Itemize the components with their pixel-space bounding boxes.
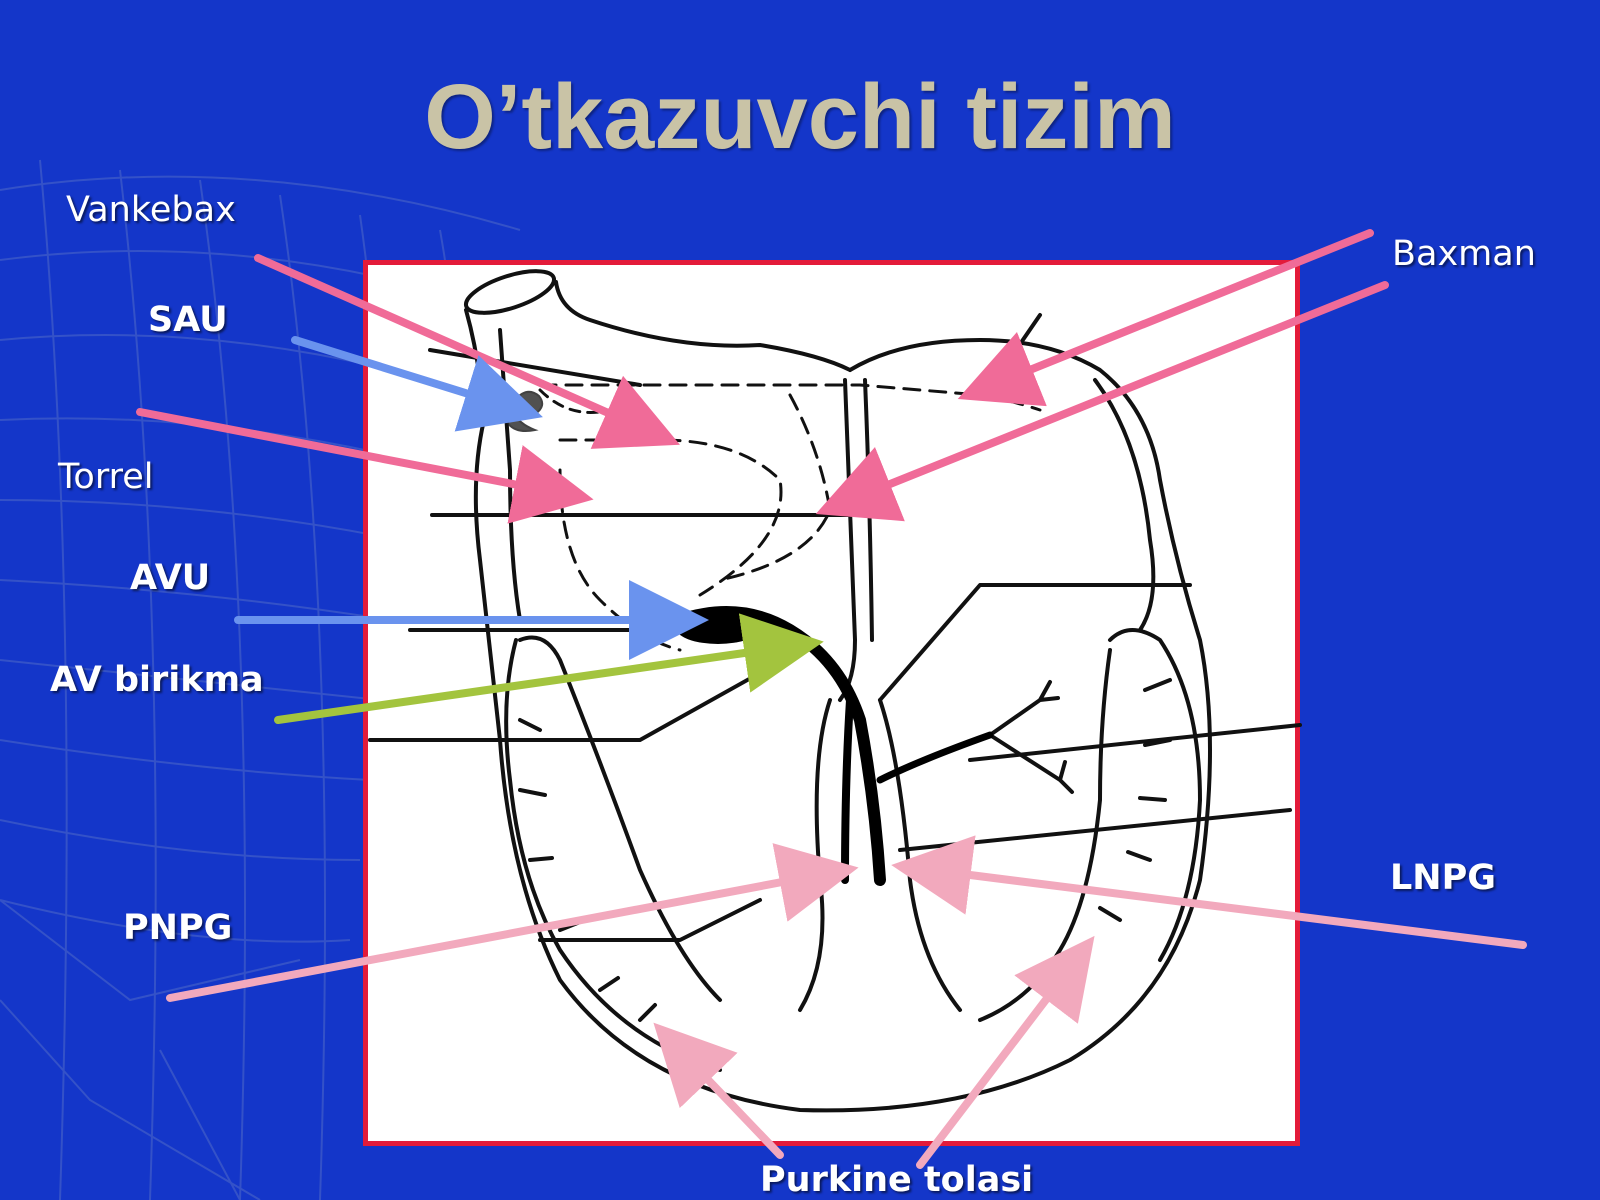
arrow-sau xyxy=(291,336,543,432)
slide-title: O’tkazuvchi tizim xyxy=(424,66,1176,168)
label-sau: SAU xyxy=(148,300,228,340)
arrow-purkine-left xyxy=(653,1022,784,1159)
arrow-av-birikma xyxy=(274,613,824,724)
label-pnpg: PNPG xyxy=(123,908,233,948)
label-avu: AVU xyxy=(130,558,211,598)
arrow-purkine-right xyxy=(916,935,1095,1169)
label-torrel: Torrel xyxy=(58,457,154,497)
arrow-baxman-1 xyxy=(957,229,1374,407)
label-av-birikma: AV birikma xyxy=(50,660,264,700)
arrow-baxman-2 xyxy=(815,281,1389,522)
arrow-torrel xyxy=(136,408,594,524)
label-purkine-tolasi: Purkine tolasi xyxy=(760,1160,1034,1200)
label-baxman: Baxman xyxy=(1392,234,1536,274)
arrow-lnpg xyxy=(891,835,1527,949)
arrow-vankebax xyxy=(254,254,680,449)
arrow-pnpg xyxy=(166,843,859,1002)
label-lnpg: LNPG xyxy=(1390,858,1496,898)
label-vankebax: Vankebax xyxy=(66,190,236,230)
